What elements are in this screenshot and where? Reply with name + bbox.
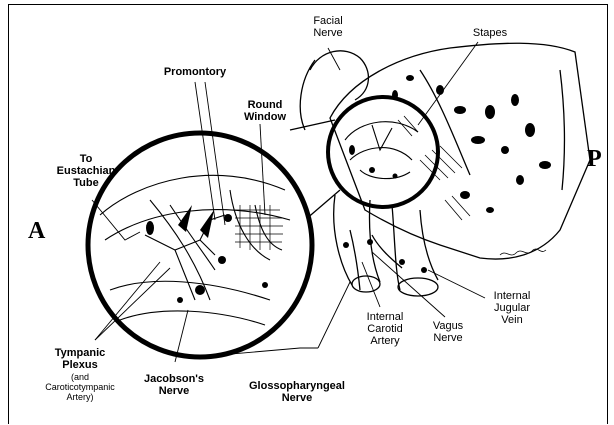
round-window-line2: Window	[235, 111, 295, 123]
label-internal-carotid-artery: Internal Carotid Artery	[355, 311, 415, 347]
carotid-line3: Artery	[355, 335, 415, 347]
label-round-window: Round Window	[235, 99, 295, 123]
small-circle-marks	[349, 145, 398, 179]
round-window-line1: Round	[235, 99, 295, 111]
label-promontory: Promontory	[150, 66, 240, 78]
jacobsons-line1: Jacobson's	[134, 373, 214, 385]
label-tympanic-plexus: Tympanic Plexus	[40, 347, 120, 371]
label-anterior: A	[28, 218, 45, 245]
label-stapes: Stapes	[460, 27, 520, 39]
carotid-line1: Internal	[355, 311, 415, 323]
label-jacobsons-nerve: Jacobson's Nerve	[134, 373, 214, 397]
label-vagus-nerve: Vagus Nerve	[418, 320, 478, 344]
bone-cells	[392, 75, 551, 213]
jugular-line3: Vein	[482, 314, 542, 326]
facial-nerve-line2: Nerve	[298, 27, 358, 39]
jacobsons-line2: Nerve	[134, 385, 214, 397]
jugular-line2: Jugular	[482, 302, 542, 314]
stapes-text: Stapes	[460, 27, 520, 39]
tympanic-note-line3: Artery)	[30, 392, 130, 402]
eustachian-line1: To	[46, 153, 126, 165]
label-eustachian-tube: To Eustachian Tube	[46, 153, 126, 189]
tympanic-line2: Plexus	[40, 359, 120, 371]
label-glossopharyngeal-nerve: Glossopharyngeal Nerve	[237, 380, 357, 404]
glossopharyngeal-line2: Nerve	[237, 392, 357, 404]
tympanic-line1: Tympanic	[40, 347, 120, 359]
eustachian-line2: Eustachian	[46, 165, 126, 177]
facial-nerve-line1: Facial	[298, 15, 358, 27]
promontory-text: Promontory	[150, 66, 240, 78]
tympanic-note-line2: Caroticotympanic	[30, 382, 130, 392]
label-tympanic-plexus-note: (and Caroticotympanic Artery)	[30, 372, 130, 402]
vagus-line1: Vagus	[418, 320, 478, 332]
glossopharyngeal-line1: Glossopharyngeal	[237, 380, 357, 392]
label-internal-jugular-vein: Internal Jugular Vein	[482, 290, 542, 326]
artist-signature	[500, 249, 546, 255]
jugular-line1: Internal	[482, 290, 542, 302]
carotid-line2: Carotid	[355, 323, 415, 335]
small-detail-circle	[328, 97, 438, 207]
vagus-line2: Nerve	[418, 332, 478, 344]
eustachian-line3: Tube	[46, 177, 126, 189]
label-posterior: P	[587, 146, 602, 173]
tympanic-note-line1: (and	[30, 372, 130, 382]
label-facial-nerve: Facial Nerve	[298, 15, 358, 39]
vessels	[334, 195, 438, 296]
